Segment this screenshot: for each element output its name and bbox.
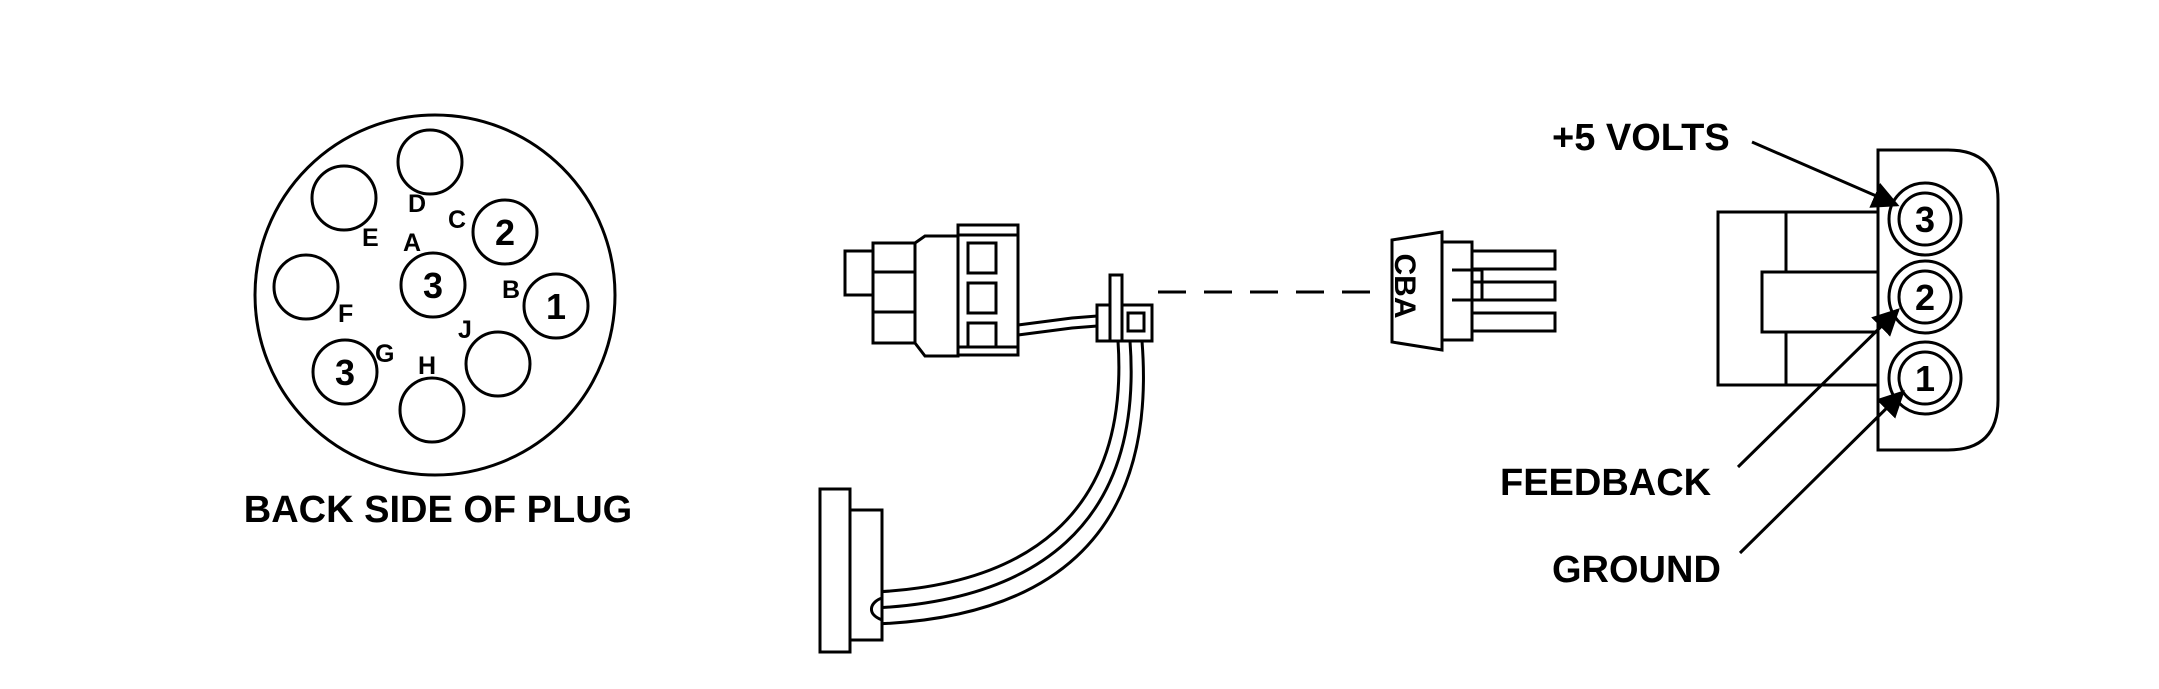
plug-back-view: D E C A F B J G H 3 1 2 3 BACK SIDE OF P… [244,113,632,531]
plug-letter-b: B [502,276,520,304]
sensor-slot [1760,270,1880,334]
mating-connector-body [1390,230,1444,352]
plug-letter-g: G [375,340,394,368]
harness-wire-2 [874,340,1133,610]
sensor-pin-1-inner [1897,350,1953,406]
sensor-pin-1-label: 1 [1915,358,1935,399]
sensor-pin-3-label: 3 [1915,199,1935,240]
plug-letter-c: C [448,206,466,234]
sensor-pin-3-inner [1897,191,1953,247]
cavity-h [398,376,466,444]
cavity-j [464,330,532,398]
mating-pin-a [1470,311,1557,333]
harness-connector [818,223,1154,654]
mating-letter-c: C [1389,253,1422,275]
plug-body [253,113,617,477]
plug-letter-a: A [403,229,421,257]
sensor: 3 2 1 +5 VOLTS FEEDBACK GROUND [1500,117,2000,591]
cavity-g [311,338,379,406]
plug-letter-j: J [458,316,472,344]
plug-letter-d: D [408,190,426,218]
mating-letters: CBA [1389,253,1422,318]
connector-rear-body [871,241,917,345]
sensor-connector-housing [1876,148,2000,452]
plug-pin-a: 3 [423,265,443,306]
plug-pin-c: 2 [495,212,515,253]
plug-pin-g: 3 [335,352,355,393]
plug-letter-e: E [362,224,379,252]
plug-letter-f: F [338,300,353,328]
harness-wire-1 [874,340,1121,594]
mating-letter-b: B [1389,275,1422,297]
plug-caption: BACK SIDE OF PLUG [244,489,632,531]
connector-taper [913,234,960,358]
callout-feedback: FEEDBACK [1500,462,1712,504]
mating-pin-c [1470,249,1557,271]
arrow-feedback [1736,308,1900,469]
connector-rear-cap [843,249,875,297]
cavity-c [471,198,539,266]
sensor-pin-3-outer [1887,181,1963,257]
bottom-connector-body [818,487,852,654]
cavity-e [310,164,378,232]
mating-letter-a: A [1389,297,1422,319]
cavity-b [522,272,590,340]
sensor-pin-2-inner [1897,269,1953,325]
plug-pin-b: 1 [546,286,566,327]
sensor-pin-2-label: 2 [1915,277,1935,318]
callout-ground: GROUND [1552,549,1721,591]
plug-letter-h: H [418,352,436,380]
mating-connector: CBA [1389,230,1557,352]
arrow-ground [1738,390,1905,555]
sensor-pin-2-outer [1887,259,1963,335]
callout-plus-5-volts: +5 VOLTS [1552,117,1730,159]
bottom-connector-shell [848,508,884,642]
harness-wire-3 [874,340,1145,626]
mating-pin-b [1470,280,1557,302]
cavity-a [399,251,467,319]
cavity-d [396,128,464,196]
arrow-plus-5-volts [1751,140,1900,208]
latch-tab [1095,303,1154,343]
cavity-f [272,253,340,321]
sensor-pin-1-outer [1887,340,1963,416]
